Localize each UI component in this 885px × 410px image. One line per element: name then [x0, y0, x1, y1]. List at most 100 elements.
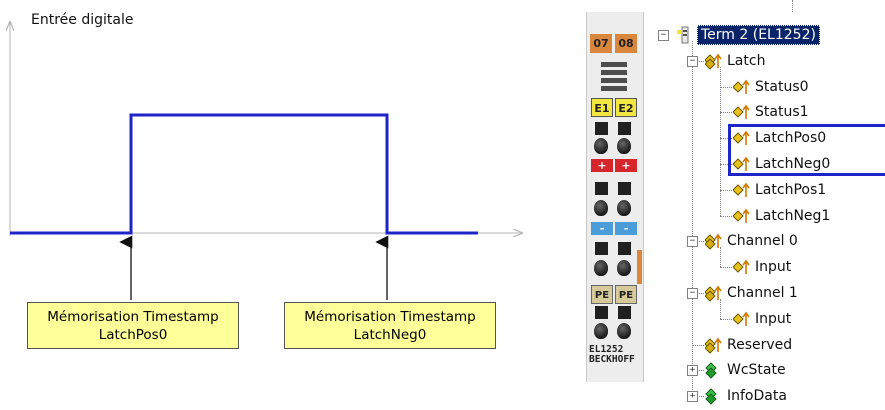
- callout-line2: LatchPos0: [98, 326, 168, 343]
- tree-item-input[interactable]: Input: [733, 256, 791, 278]
- tree-connector: [720, 215, 732, 217]
- tree-connector: [692, 41, 693, 397]
- tree-connector: [720, 267, 732, 269]
- tree-connector: [720, 66, 721, 216]
- tree-item-reserved[interactable]: Reserved: [705, 334, 792, 356]
- tree-connector: [720, 164, 732, 165]
- vent-grill: [601, 86, 627, 91]
- tree-connector: [720, 138, 732, 140]
- terminal-contact: [594, 260, 608, 276]
- tree-item-infodata[interactable]: InfoData: [705, 385, 787, 407]
- tree-item-wcstate[interactable]: WcState: [705, 359, 786, 381]
- tree-item-channel-0[interactable]: Channel 0: [705, 230, 798, 252]
- spring-slot: [595, 182, 608, 195]
- tree-item-latchneg0[interactable]: LatchNeg0: [733, 153, 830, 175]
- expand-toggle[interactable]: +: [687, 365, 698, 377]
- vent-grill: [601, 62, 627, 67]
- tree-node-label: LatchNeg1: [755, 207, 831, 224]
- callout-line1: Mémorisation Timestamp: [304, 308, 476, 325]
- vent-grill: [601, 78, 627, 83]
- tree-connector: [720, 247, 721, 268]
- terminal-contact: [617, 260, 631, 276]
- collapse-toggle[interactable]: −: [658, 30, 669, 41]
- orange-side-strip: [637, 250, 642, 284]
- y-axis-label: Entrée digitale: [31, 12, 134, 28]
- input-variable-icon: [733, 130, 750, 146]
- tree-item-channel-1[interactable]: Channel 1: [705, 282, 798, 304]
- tree-item-latchneg1[interactable]: LatchNeg1: [733, 205, 830, 227]
- plus-marker: +: [615, 159, 637, 172]
- input-variable-icon: [733, 79, 750, 94]
- led-e1: E1: [591, 98, 613, 117]
- collapse-toggle[interactable]: −: [687, 55, 698, 67]
- tree-connector: [692, 60, 704, 62]
- spring-slot: [595, 306, 608, 319]
- tree-item-latch[interactable]: Latch: [705, 50, 765, 72]
- tree-connector: [692, 396, 704, 398]
- latchpos-callout: Mémorisation Timestamp LatchPos0: [27, 302, 239, 349]
- tree-node-label: LatchNeg0: [755, 156, 831, 172]
- tree-node-label: InfoData: [727, 388, 787, 405]
- tree-connector: [720, 318, 732, 320]
- input-variable-icon: [733, 182, 750, 197]
- vent-grill: [601, 70, 627, 75]
- variable-group-icon: [705, 285, 722, 302]
- brand-text: BECKHOFF: [589, 354, 635, 365]
- signal-diagram: [0, 0, 560, 300]
- spring-slot: [618, 242, 631, 255]
- tree-connector: [720, 112, 732, 114]
- terminal-device-icon: [677, 26, 689, 44]
- model-text: EL1252: [589, 344, 624, 355]
- spring-slot: [595, 242, 608, 255]
- tree-node-label: Channel 1: [727, 285, 798, 301]
- status-group-icon: [705, 362, 717, 380]
- status-group-icon: [705, 388, 717, 405]
- collapse-toggle[interactable]: −: [687, 236, 698, 248]
- tree-node-label: LatchPos1: [755, 181, 827, 198]
- spring-slot: [595, 122, 608, 135]
- tree-connector: [720, 86, 732, 88]
- terminal-contact: [617, 200, 631, 216]
- terminal-contact: [594, 200, 608, 216]
- latch-highlight-box: [728, 124, 885, 176]
- tree-item-latchpos0[interactable]: LatchPos0: [733, 127, 826, 149]
- tree-node-label: Input: [755, 310, 792, 327]
- tree-connector: [720, 299, 721, 319]
- tree-root-term2[interactable]: Term 2 (EL1252): [677, 24, 820, 46]
- tree-connector: [792, 0, 793, 12]
- tree-item-input[interactable]: Input: [733, 308, 791, 330]
- tree-node-label: Latch: [727, 52, 766, 69]
- spring-slot: [618, 122, 631, 135]
- digital-input-signal: [10, 113, 478, 235]
- input-variable-icon: [733, 105, 750, 120]
- collapse-toggle[interactable]: −: [687, 288, 698, 299]
- input-variable-icon: [733, 311, 750, 326]
- tree-connector: [692, 370, 704, 372]
- expand-toggle[interactable]: +: [687, 391, 698, 403]
- input-variable-icon: [733, 208, 750, 223]
- tree-item-status1[interactable]: Status1: [733, 101, 809, 123]
- pe-label: PE: [591, 285, 613, 304]
- latchneg-callout: Mémorisation Timestamp LatchNeg0: [284, 302, 496, 349]
- tree-node-label: WcState: [727, 362, 786, 379]
- tree-node-label: Input: [755, 259, 792, 276]
- spring-slot: [618, 306, 631, 319]
- input-variable-icon: [733, 156, 750, 171]
- variable-group-icon: [705, 53, 722, 70]
- terminal-contact: [594, 323, 608, 339]
- tree-item-latchpos1[interactable]: LatchPos1: [733, 179, 826, 201]
- tree-item-status0[interactable]: Status0: [733, 76, 809, 98]
- input-variable-icon: [733, 259, 750, 275]
- spring-slot: [618, 182, 631, 195]
- minus-marker: -: [615, 222, 637, 235]
- tree-connector: [720, 189, 732, 191]
- led-e2: E2: [615, 98, 637, 117]
- tree-connector: [692, 293, 704, 294]
- led-08: 08: [615, 34, 637, 53]
- tree-node-label: Term 2 (EL1252): [697, 25, 820, 45]
- minus-marker: -: [591, 222, 613, 235]
- terminal-contact: [594, 138, 608, 154]
- callout-line2: LatchNeg0: [353, 326, 427, 343]
- pe-label: PE: [615, 285, 637, 304]
